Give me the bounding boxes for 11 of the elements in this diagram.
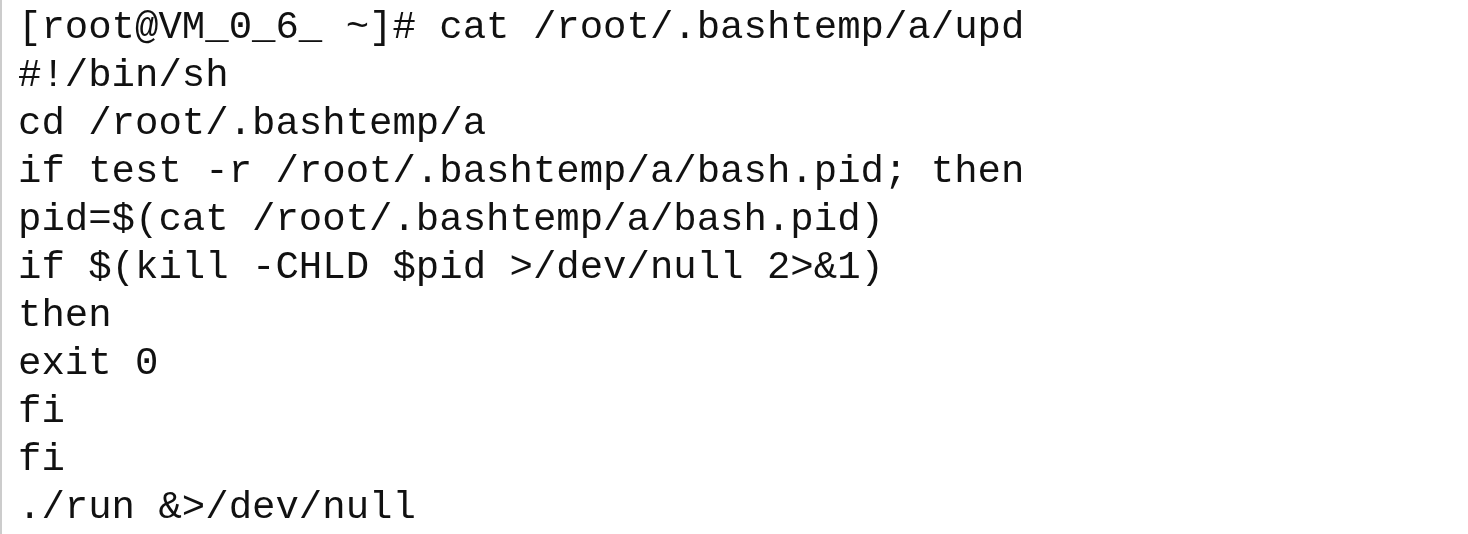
script-line: fi (18, 438, 65, 482)
script-line: if test -r /root/.bashtemp/a/bash.pid; then (18, 150, 1025, 194)
script-line: ./run &>/dev/null (18, 486, 416, 530)
script-line: exit 0 (18, 342, 159, 386)
script-line: fi (18, 390, 65, 434)
script-line: if $(kill -CHLD $pid >/dev/null 2>&1) (18, 246, 884, 290)
script-line: #!/bin/sh (18, 54, 229, 98)
script-line: pid=$(cat /root/.bashtemp/a/bash.pid) (18, 198, 884, 242)
script-line: cd /root/.bashtemp/a (18, 102, 487, 146)
command-prompt-line: [root@VM_0_6_ ~]# cat /root/.bashtemp/a/upd (18, 6, 1025, 50)
script-line: then (18, 294, 112, 338)
